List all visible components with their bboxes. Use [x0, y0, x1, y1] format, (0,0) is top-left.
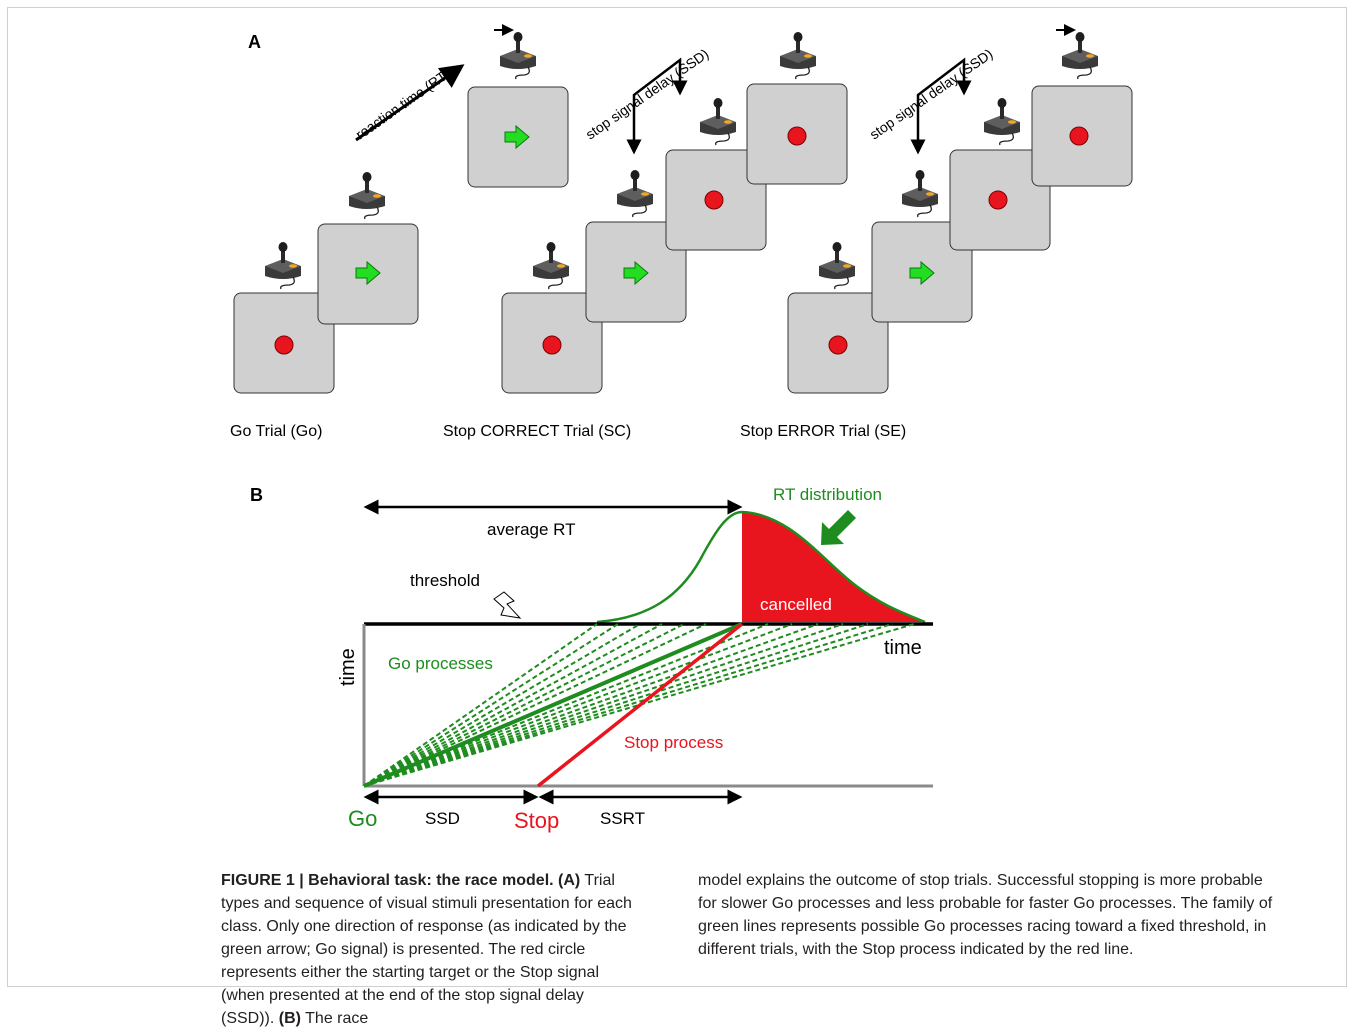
panel-a-label: A — [248, 32, 261, 52]
green-arrow-icon — [623, 260, 649, 286]
caption-b-text-continued: model explains the outcome of stop trial… — [698, 872, 1273, 958]
go-process-lines — [363, 622, 915, 788]
ssd-axis-label: SSD — [425, 809, 460, 828]
go-processes-label: Go processes — [388, 654, 493, 673]
go-marker-label: Go — [348, 806, 377, 831]
rt-arrow — [355, 64, 465, 142]
caption-left-column: FIGURE 1 | Behavioral task: the race mod… — [221, 869, 641, 1030]
go-process-line — [363, 623, 893, 787]
panel-b-label: B — [250, 485, 263, 505]
stop-error-trial-label: Stop ERROR Trial (SE) — [740, 423, 906, 440]
red-circle-icon — [787, 126, 807, 146]
caption-right-column: model explains the outcome of stop trial… — [698, 869, 1278, 961]
go-process-line — [363, 623, 869, 787]
joystick-icon — [616, 169, 654, 218]
red-circle-icon — [274, 335, 294, 355]
joystick-icon — [983, 97, 1021, 146]
go-process-line — [363, 623, 819, 787]
figure-canvas: A reaction time (RT) Go Trial (Go) stop … — [230, 24, 1133, 833]
rt-label: reaction time (RT) — [353, 65, 454, 142]
ssrt-axis-label: SSRT — [600, 809, 645, 828]
cancelled-label: cancelled — [760, 595, 832, 614]
y-axis-time-label: time — [337, 648, 359, 686]
go-process-line — [363, 623, 641, 787]
ssd-bracket-arrow — [910, 57, 972, 155]
green-arrow-icon — [355, 260, 381, 286]
caption-b-tag: (B) — [278, 1010, 301, 1027]
stop-marker-label: Stop — [514, 808, 559, 833]
go-process-line — [363, 623, 707, 787]
joystick-icon — [499, 31, 537, 80]
caption-a-tag: (A) — [558, 872, 581, 889]
joystick-icon — [532, 241, 570, 290]
go-process-line — [363, 623, 663, 787]
go-trial-label: Go Trial (Go) — [230, 423, 322, 440]
stop-process-label: Stop process — [624, 733, 723, 752]
ssd-label: stop signal delay (SSD) — [867, 45, 996, 142]
green-arrow-icon — [909, 260, 935, 286]
x-axis-time-label: time — [884, 637, 922, 659]
average-rt-label: average RT — [487, 520, 576, 539]
go-process-line — [363, 623, 769, 787]
red-circle-icon — [1069, 126, 1089, 146]
stop-correct-trial-label: Stop CORRECT Trial (SC) — [443, 423, 631, 440]
go-process-mean-line — [363, 622, 743, 788]
ssd-bracket-arrow — [626, 57, 688, 155]
threshold-label: threshold — [410, 571, 480, 590]
joystick-icon — [348, 171, 386, 220]
red-circle-icon — [542, 335, 562, 355]
joystick-icon — [1061, 31, 1099, 80]
red-circle-icon — [704, 190, 724, 210]
threshold-arrow-icon — [493, 591, 522, 619]
caption-a-text: Trial types and sequence of visual stimu… — [221, 872, 632, 1027]
joystick-icon — [264, 241, 302, 290]
rt-distribution-label: RT distribution — [773, 485, 882, 504]
caption-title: FIGURE 1 | Behavioral task: the race mod… — [221, 872, 554, 889]
ssd-label: stop signal delay (SSD) — [583, 45, 712, 142]
red-circle-icon — [988, 190, 1008, 210]
go-process-line — [363, 623, 619, 787]
go-process-line — [363, 623, 685, 787]
rt-distribution-curve — [596, 510, 926, 624]
go-process-line — [363, 623, 844, 787]
stop-process-line — [536, 622, 744, 788]
rt-distribution-arrow-icon — [821, 510, 856, 545]
caption-b-text-start: The race — [305, 1010, 369, 1027]
joystick-icon — [818, 241, 856, 290]
red-circle-icon — [828, 335, 848, 355]
joystick-icon — [779, 31, 817, 80]
green-arrow-icon — [504, 124, 530, 150]
go-process-line — [363, 623, 793, 787]
go-process-line — [363, 623, 598, 787]
joystick-icon — [699, 97, 737, 146]
joystick-icon — [901, 169, 939, 218]
